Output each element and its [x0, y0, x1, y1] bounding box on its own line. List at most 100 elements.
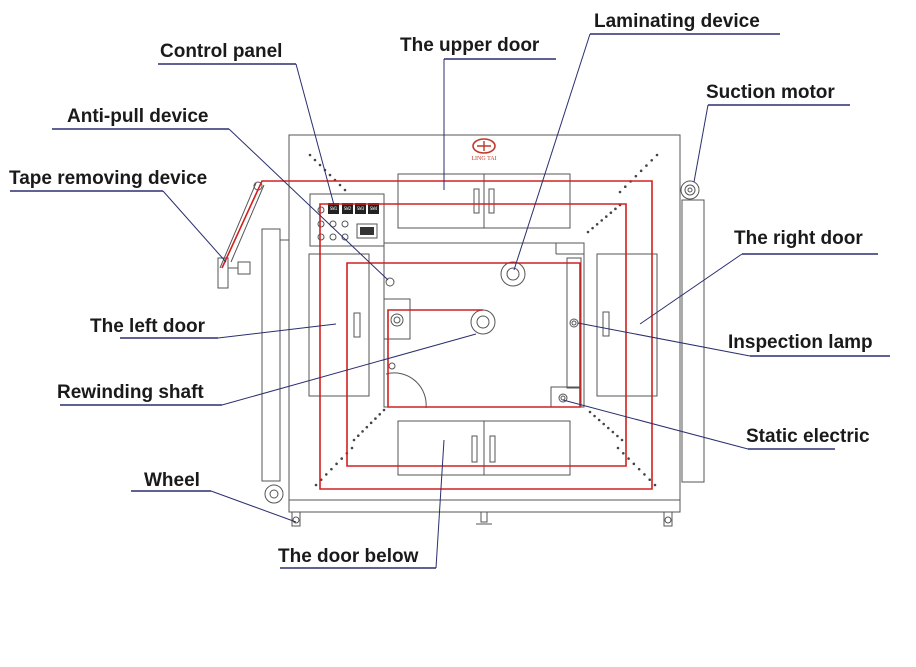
label-laminating-device: Laminating device: [594, 11, 760, 32]
switch-button: [368, 203, 379, 214]
switch-button: [355, 203, 366, 214]
rewinding-shaft-roller: [470, 309, 496, 335]
suction-motor-column: [680, 180, 705, 483]
right-foot: [663, 511, 673, 527]
lower-door-handle-left: [471, 435, 478, 463]
label-left-door: The left door: [90, 316, 206, 337]
svg-text:SW3: SW3: [357, 206, 365, 211]
rail-dot: [627, 457, 630, 460]
rail-dot: [361, 430, 364, 433]
rail-dot: [356, 434, 360, 438]
label-wheel: Wheel: [144, 470, 200, 491]
rail-dot: [655, 153, 659, 157]
label-upper-door: The upper door: [400, 35, 540, 56]
tape-removing-arm: [217, 181, 289, 504]
label-static-electric: Static electric: [746, 426, 870, 447]
lower-door-handle-right: [489, 435, 496, 463]
rail-dot: [648, 478, 652, 482]
wheel-icon: [264, 484, 284, 504]
rail-dot: [650, 158, 654, 162]
anti-pull-roller: [385, 277, 395, 287]
panel-switches: SW1 SW2 SW3 SW4: [328, 203, 379, 214]
rail-dot: [382, 408, 386, 412]
suction-motor-icon: [680, 180, 700, 200]
rail-dot: [313, 158, 317, 162]
rail-dot: [597, 418, 601, 422]
panel-knob: [317, 206, 325, 214]
rail-dot: [616, 446, 620, 450]
svg-text:SW4: SW4: [370, 206, 378, 211]
switch-button: [328, 203, 339, 214]
rail-dot: [634, 174, 638, 178]
rail-dot: [324, 473, 328, 476]
rail-dot: [611, 430, 615, 434]
anti-pull-block: [383, 298, 411, 340]
rail-dot: [352, 438, 356, 442]
svg-text:SW1: SW1: [330, 206, 338, 211]
rail-dot: [369, 421, 373, 425]
logo-text: LING TAI: [471, 156, 496, 162]
rail-dot: [600, 219, 604, 222]
rail-dot: [616, 434, 619, 438]
label-door-below: The door below: [278, 546, 419, 567]
rail-dot: [593, 414, 596, 418]
rail-dot: [338, 183, 342, 187]
right-door: [596, 253, 658, 397]
left-door: [308, 253, 370, 397]
rail-dot: [350, 446, 354, 450]
rail-dot: [595, 222, 599, 226]
lower-door: [397, 420, 571, 476]
rail-dot: [643, 473, 646, 476]
rail-dot: [639, 169, 643, 173]
upper-door: [397, 173, 571, 229]
rail-dot: [645, 164, 648, 167]
annotations: Laminating device Control panel The uppe…: [9, 11, 890, 569]
rail-dot: [653, 483, 657, 487]
svg-text:SW2: SW2: [344, 206, 352, 211]
right-door-handle: [602, 311, 610, 337]
rail-dot: [340, 457, 344, 460]
left-door-handle: [353, 312, 361, 338]
rail-dot: [343, 188, 347, 192]
label-rewinding-shaft: Rewinding shaft: [57, 382, 204, 403]
label-inspection-lamp: Inspection lamp: [728, 332, 873, 353]
left-foot: [291, 511, 301, 527]
rail-dot: [588, 410, 592, 414]
rail-dot: [378, 412, 382, 416]
rail-dot: [586, 230, 590, 234]
rail-dot: [632, 462, 636, 466]
machine-body: [288, 134, 681, 527]
rail-dot: [591, 226, 594, 230]
rail-dot: [614, 207, 617, 211]
rail-dot: [314, 483, 318, 487]
rail-dot: [609, 211, 613, 215]
rail-dot: [623, 185, 627, 189]
rail-dot: [637, 467, 641, 471]
rail-dot: [328, 173, 332, 177]
rail-dot: [606, 426, 610, 430]
upper-door-handle-right: [488, 188, 495, 214]
label-anti-pull-device: Anti-pull device: [67, 106, 208, 127]
rail-dot: [618, 190, 622, 194]
label-suction-motor: Suction motor: [706, 82, 835, 103]
label-tape-removing-device: Tape removing device: [9, 168, 207, 189]
logo-icon: [472, 138, 496, 154]
rail-dot: [374, 417, 377, 420]
dotted-rails: [308, 153, 659, 487]
label-right-door: The right door: [734, 228, 863, 249]
label-control-panel: Control panel: [160, 41, 282, 62]
brand-logo: LING TAI: [471, 138, 497, 162]
central-chamber: [383, 242, 585, 409]
rail-dot: [602, 422, 606, 426]
rail-dot: [620, 438, 624, 442]
rail-dot: [335, 462, 338, 466]
rail-dot: [308, 153, 312, 157]
film-path: [221, 180, 653, 490]
switch-button: [342, 203, 353, 214]
laminating-roller: [500, 261, 526, 287]
inspection-lamp-bulb: [569, 318, 579, 328]
upper-door-handle-left: [473, 188, 480, 214]
rail-dot: [330, 467, 333, 471]
rail-dot: [365, 425, 369, 429]
